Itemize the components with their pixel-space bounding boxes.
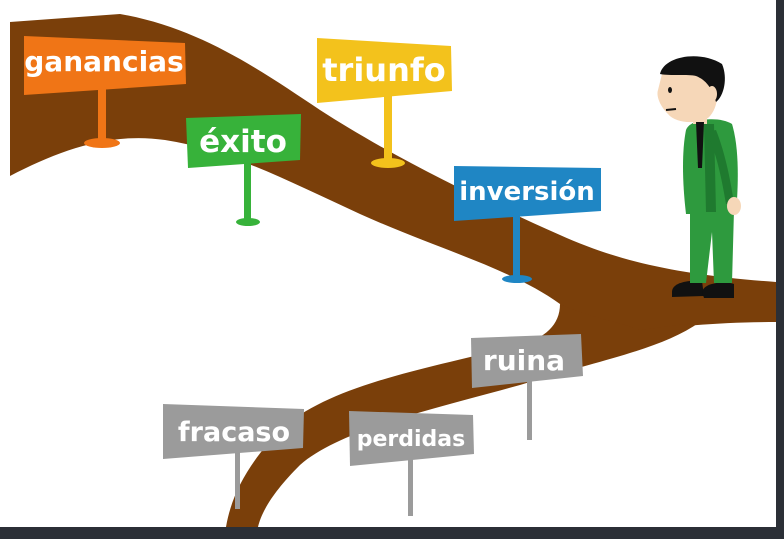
tie <box>696 122 704 168</box>
sign-exito-board <box>186 114 301 168</box>
sign-inversion-pole <box>513 214 520 278</box>
sign-exito-label: éxito <box>199 124 287 160</box>
businessman-figure-icon <box>657 56 741 298</box>
sign-ganancias: ganancias <box>24 36 186 148</box>
sign-ganancias-board <box>24 36 186 95</box>
sign-inversion-base <box>502 275 532 283</box>
sign-exito-pole <box>244 160 251 220</box>
sign-ganancias-pole <box>98 86 106 142</box>
shoe-right <box>702 282 734 298</box>
sign-ruina-label: ruina <box>483 344 565 377</box>
ear <box>707 86 717 102</box>
sign-fracaso: fracaso <box>163 404 304 509</box>
sign-perdidas-board <box>349 411 474 466</box>
shoe-left <box>672 280 704 297</box>
sign-ganancias-label: ganancias <box>24 45 183 78</box>
sign-perdidas-label: perdidas <box>357 427 466 452</box>
sign-inversion-label: inversión <box>459 177 595 207</box>
sign-fracaso-board <box>163 404 304 459</box>
sign-triunfo-board <box>317 38 452 103</box>
sign-triunfo: triunfo <box>317 38 452 168</box>
mouth <box>665 108 677 111</box>
sign-fracaso-pole <box>235 447 240 509</box>
sign-ruina-pole <box>527 378 532 440</box>
sign-exito-base <box>236 218 260 226</box>
hair <box>660 56 725 102</box>
sign-perdidas-pole <box>408 456 413 516</box>
sign-ganancias-base <box>84 138 120 148</box>
hand <box>727 197 741 215</box>
sign-ruina: ruina <box>471 334 583 440</box>
road-upper <box>10 14 776 341</box>
sign-triunfo-label: triunfo <box>322 51 446 89</box>
sign-ruina-board <box>471 334 583 388</box>
sign-triunfo-base <box>371 158 405 168</box>
legs <box>690 210 734 283</box>
sign-perdidas: perdidas <box>349 411 474 516</box>
sign-inversion: inversión <box>454 166 601 283</box>
sign-exito: éxito <box>186 114 301 226</box>
arm <box>706 130 734 204</box>
sign-fracaso-label: fracaso <box>178 417 290 448</box>
sign-triunfo-pole <box>384 96 392 162</box>
sign-inversion-board <box>454 166 601 221</box>
eye <box>668 87 672 93</box>
